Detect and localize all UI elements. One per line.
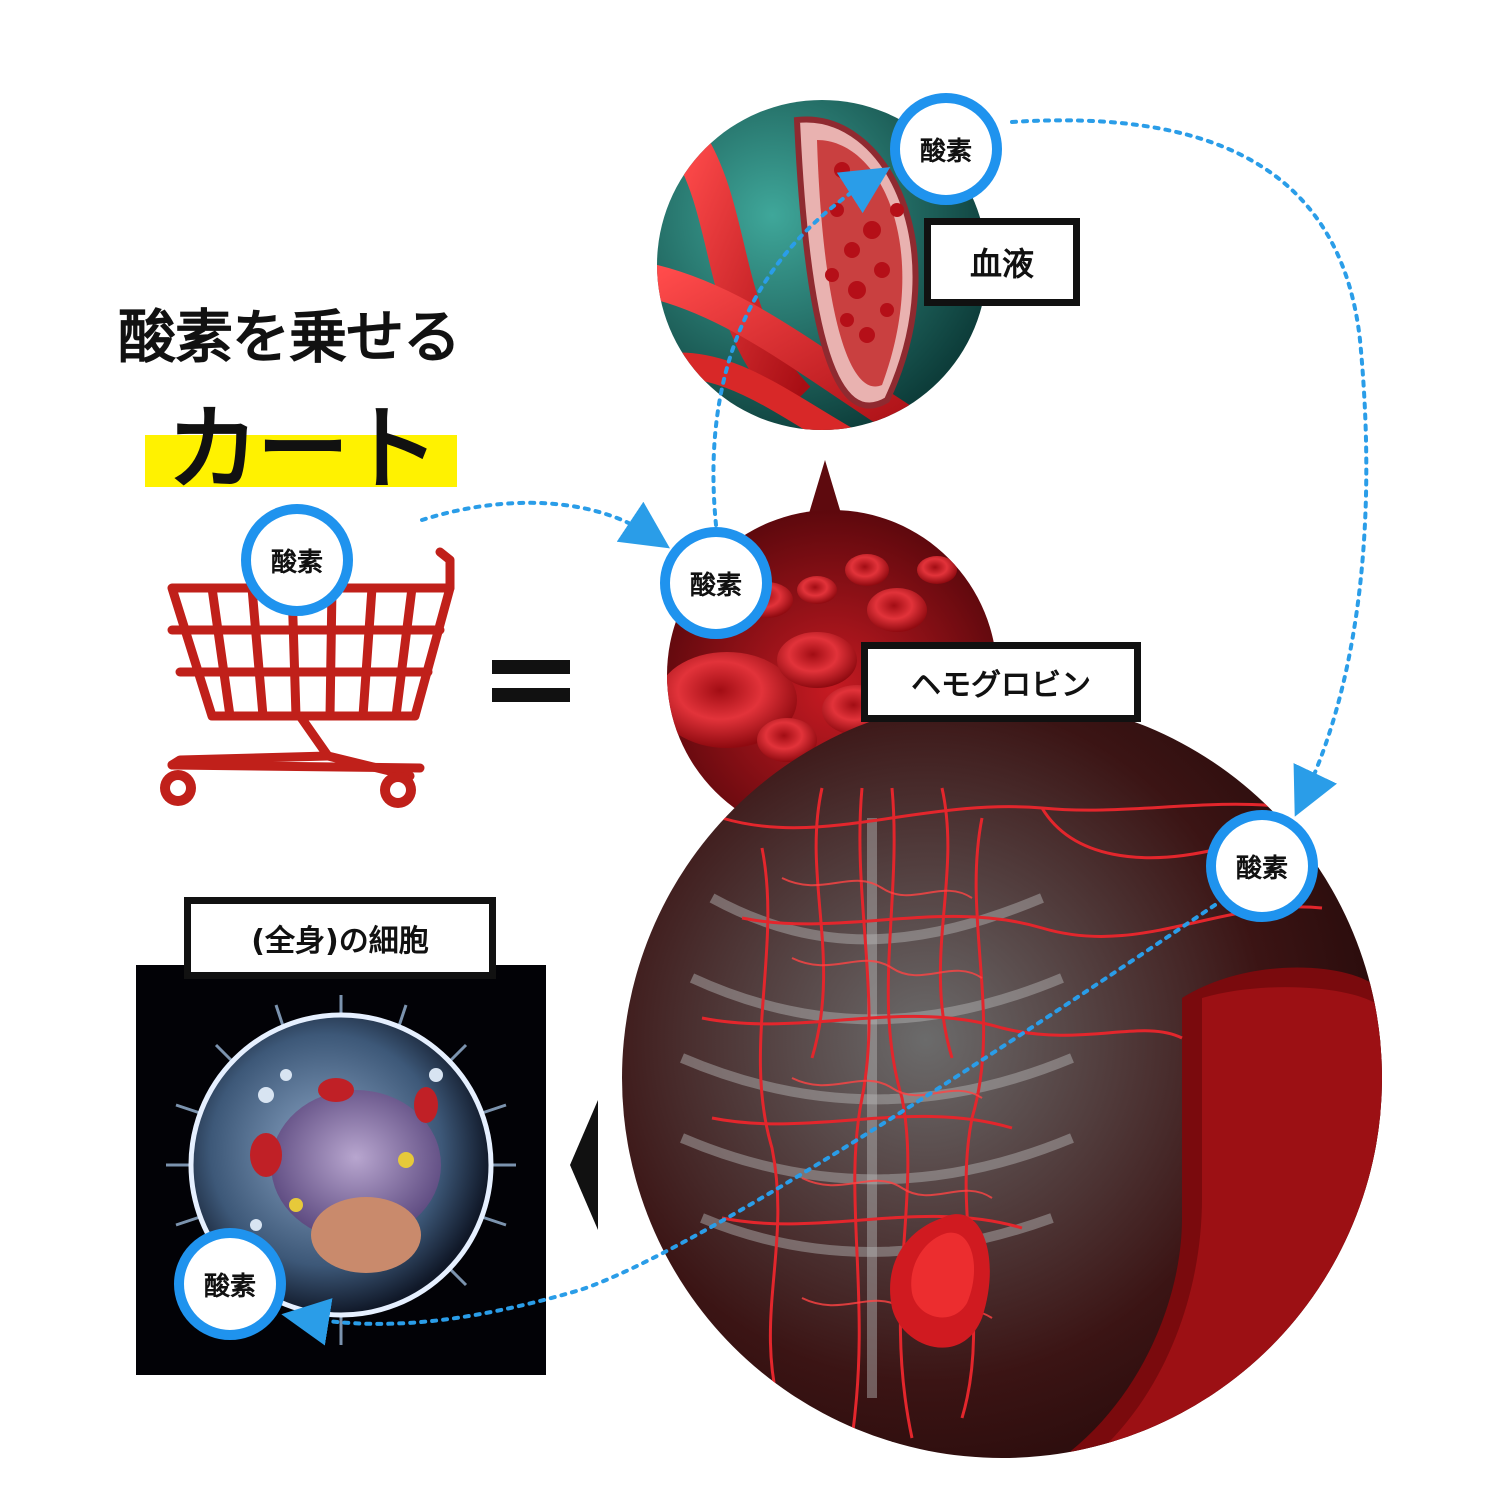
oxygen-badge-blood: 酸素 — [890, 93, 1002, 205]
oxygen-badge-hemoglobin: 酸素 — [660, 527, 772, 639]
oxygen-badge-body: 酸素 — [1206, 810, 1318, 922]
oxygen-badge-cart: 酸素 — [241, 504, 353, 616]
title-line-2: カート — [167, 396, 439, 503]
oxygen-badge-cell: 酸素 — [174, 1228, 286, 1340]
label-body-cells: (全身)の細胞 — [184, 897, 496, 979]
title-line-1: 酸素を乗せる — [118, 303, 461, 371]
label-hemoglobin: ヘモグロビン — [861, 642, 1141, 722]
shopping-cart-icon — [150, 540, 460, 820]
label-blood: 血液 — [924, 218, 1080, 306]
pointer-left-triangle — [570, 1100, 598, 1230]
equals-sign — [492, 660, 570, 702]
title-highlight — [145, 435, 457, 487]
title-line-2-block: カート — [145, 375, 457, 503]
